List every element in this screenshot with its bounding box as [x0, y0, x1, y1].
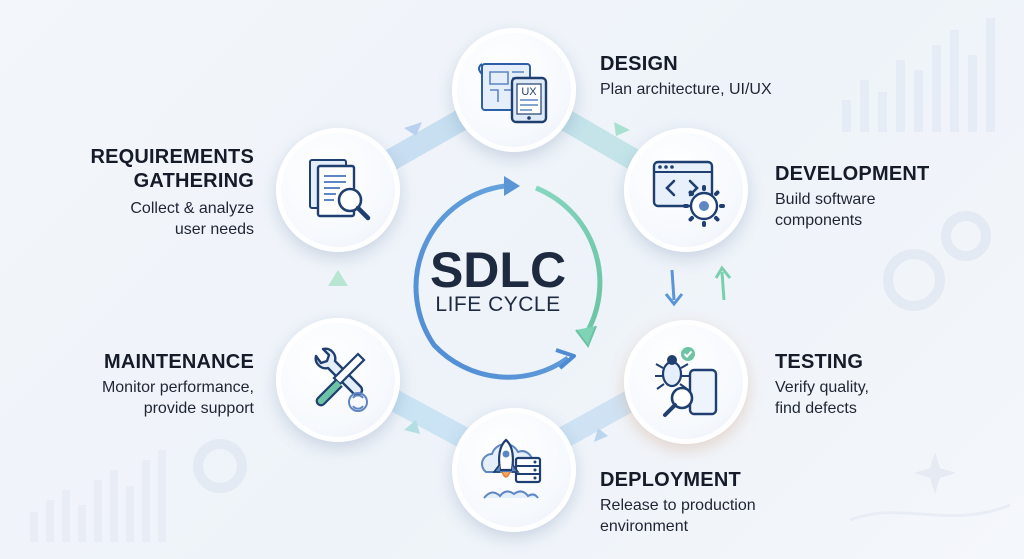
stage-label-testing: TESTING Verify quality, find defects: [775, 350, 1005, 419]
ring-chevrons: [328, 122, 630, 442]
stage-title: MAINTENANCE: [104, 351, 254, 373]
blueprint-ux-icon: UX: [478, 63, 548, 124]
center-arc-blue: [413, 183, 570, 380]
stage-title: TESTING: [775, 351, 864, 373]
stage-card-deployment[interactable]: [452, 408, 576, 532]
stage-description: Collect & analyze user needs: [130, 200, 254, 238]
stage-description: Monitor performance, provide support: [101, 379, 254, 417]
stage-card-development[interactable]: [624, 128, 748, 252]
bar-chart-decoration-right: [842, 18, 995, 132]
bar-chart-decoration-left: [30, 450, 166, 542]
stage-description: Build software components: [775, 191, 876, 229]
center-arc-green: [535, 185, 603, 336]
circle-decorations: [193, 211, 991, 493]
code-window-gear-icon: [652, 160, 725, 227]
stage-card-design[interactable]: UX: [452, 28, 576, 152]
stage-description: Plan architecture, UI/UX: [600, 81, 772, 98]
wrench-screwdriver-icon: [314, 347, 368, 412]
center-subtitle: LIFE CYCLE: [435, 293, 561, 316]
stage-label-deployment: DEPLOYMENT Release to production environ…: [600, 468, 830, 537]
stage-title: DEVELOPMENT: [775, 163, 930, 185]
stage-card-maintenance[interactable]: [276, 318, 400, 442]
stage-label-requirements: REQUIREMENTS GATHERING Collect & analyze…: [24, 145, 254, 240]
stage-card-testing[interactable]: [624, 320, 748, 444]
stage-title: DEPLOYMENT: [600, 469, 741, 491]
stage-label-development: DEVELOPMENT Build software components: [775, 162, 1005, 231]
stage-label-design: DESIGN Plan architecture, UI/UX: [600, 52, 830, 100]
center-title: SDLC: [429, 242, 567, 298]
stage-description: Release to production environment: [600, 497, 756, 535]
stage-title: REQUIREMENTS GATHERING: [90, 146, 254, 192]
dev-test-arrows: [664, 265, 732, 307]
ux-label: UX: [521, 86, 537, 98]
bug-magnifier-icon: [655, 347, 718, 417]
document-search-icon: [309, 159, 371, 221]
sparkle-decoration: [914, 452, 956, 494]
stage-card-requirements[interactable]: [276, 128, 400, 252]
stage-description: Verify quality, find defects: [775, 379, 869, 417]
stage-title: DESIGN: [600, 53, 678, 75]
stage-label-maintenance: MAINTENANCE Monitor performance, provide…: [24, 350, 254, 419]
rocket-cloud-icon: [481, 438, 542, 499]
